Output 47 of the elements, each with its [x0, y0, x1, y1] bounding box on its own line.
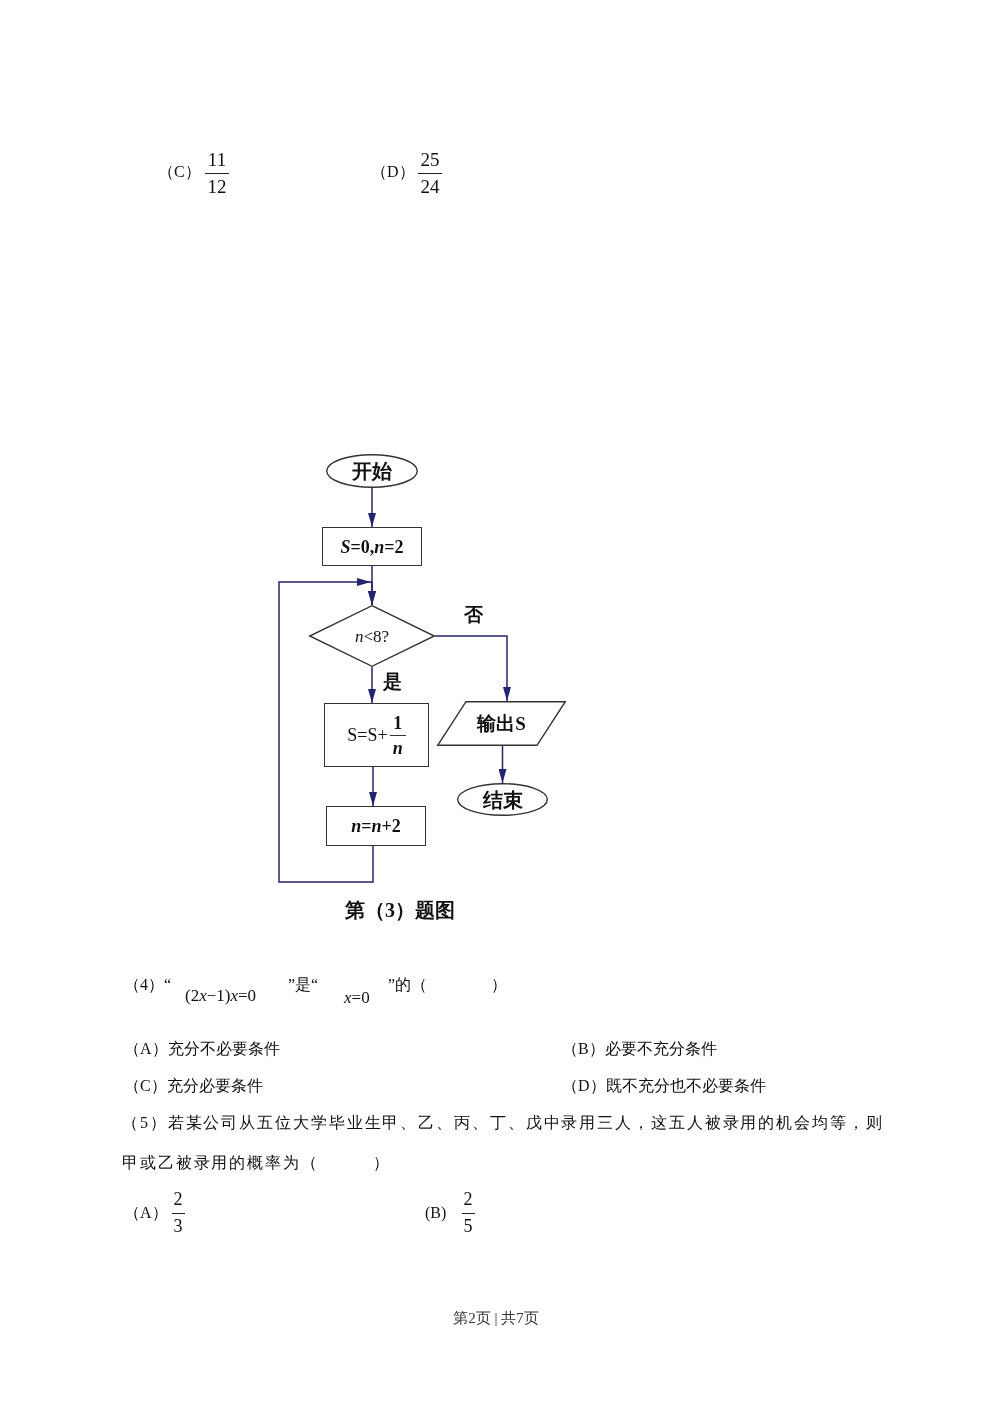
edge-label: 否 — [463, 605, 484, 626]
option-text: （A）充分不必要条件 — [124, 1039, 280, 1059]
option-label: （C） — [158, 162, 201, 182]
end-terminal — [457, 783, 548, 816]
process-box — [322, 527, 422, 566]
edge-label: 是 — [382, 672, 403, 693]
node-text: 输出S — [477, 714, 526, 733]
process-box — [324, 703, 429, 767]
numerator: 2 — [463, 1190, 473, 1208]
option-label: (B) — [425, 1203, 447, 1223]
option-text: （D）既不充分也不必要条件 — [562, 1076, 766, 1096]
node-text: n<8? — [354, 627, 390, 645]
denominator: 12 — [207, 177, 227, 196]
figure-caption: 第（3）题图 — [345, 898, 455, 922]
denominator: 24 — [420, 177, 440, 196]
node-text: S=0,n=2 — [340, 537, 404, 556]
node-text: 开始 — [352, 461, 392, 481]
start-terminal — [326, 454, 418, 488]
denominator: n — [392, 738, 403, 757]
arrow — [368, 666, 376, 704]
output-parallelogram — [437, 701, 566, 746]
denominator: 5 — [463, 1217, 473, 1235]
node-text: n=n+2 — [351, 817, 401, 835]
numerator: 11 — [207, 150, 227, 169]
arrow — [498, 745, 507, 784]
numerator: 2 — [173, 1190, 183, 1208]
question-text: ”是“ — [288, 975, 319, 995]
option-label: （D） — [371, 162, 415, 182]
arrow — [368, 487, 376, 528]
process-box — [326, 806, 426, 846]
node-text: 结束 — [482, 789, 523, 810]
math-formula: x=0 — [344, 988, 370, 1009]
arrow — [434, 635, 511, 702]
arrow — [369, 766, 377, 807]
denominator: 3 — [173, 1217, 183, 1235]
question-text: （5）若某公司从五位大学毕业生甲、乙、丙、丁、戊中录用三人，这五人被录用的机会均等，则甲或乙被录用的概率为（ ） — [122, 1113, 885, 1173]
numerator: 1 — [393, 713, 403, 732]
page-number: 第2页 | 共7页 — [453, 1311, 539, 1326]
math-formula: (2x−1)x=0 — [185, 986, 257, 1007]
option-text: （B）必要不充分条件 — [562, 1039, 717, 1059]
formula-text: S=S+ — [347, 726, 388, 744]
numerator: 25 — [420, 150, 440, 169]
question-text: ”的（ ） — [388, 975, 508, 995]
option-label: （A） — [124, 1203, 168, 1223]
question-text: （4）“ — [124, 975, 172, 995]
decision-diamond — [309, 605, 435, 667]
option-text: （C）充分必要条件 — [124, 1076, 263, 1096]
